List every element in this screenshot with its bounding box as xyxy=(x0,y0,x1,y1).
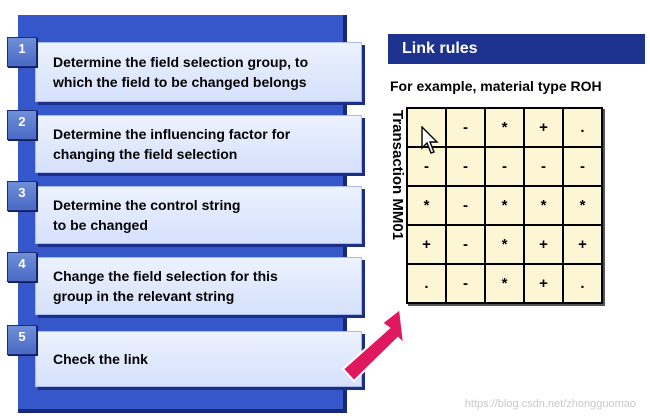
link-rules-grid: - * + . - - - - - * - * * * + - * + + . … xyxy=(406,107,603,304)
grid-row: + - * + + xyxy=(406,224,603,265)
step-4-number: 4 xyxy=(7,252,37,282)
grid-cell: - xyxy=(445,146,486,187)
grid-cell: - xyxy=(445,185,486,226)
grid-cell: + xyxy=(406,224,447,265)
step-4-box: Change the field selection for this grou… xyxy=(35,257,362,315)
pink-arrow-icon xyxy=(341,307,406,383)
grid-cell: - xyxy=(445,107,486,148)
mouse-pointer-icon xyxy=(421,126,439,154)
grid-cell: + xyxy=(523,224,564,265)
step-2-box: Determine the influencing factor for cha… xyxy=(35,115,362,173)
grid-cell: - xyxy=(523,146,564,187)
grid-cell: - xyxy=(445,263,486,304)
grid-cell: - xyxy=(406,146,447,187)
step-5-text: Check the link xyxy=(53,351,148,367)
grid-row: . - * + . xyxy=(406,263,603,304)
grid-cell: * xyxy=(562,185,603,226)
grid-row: - - - - - xyxy=(406,146,603,187)
grid-cell: * xyxy=(484,107,525,148)
transaction-label: Transaction MM01 xyxy=(389,110,406,241)
grid-cell: - xyxy=(445,224,486,265)
step-4-text: Change the field selection for this grou… xyxy=(53,268,278,304)
grid-row: * - * * * xyxy=(406,185,603,226)
grid-cell: - xyxy=(484,146,525,187)
step-1-number: 1 xyxy=(7,37,37,67)
step-2-number: 2 xyxy=(7,110,37,140)
grid-cell: * xyxy=(523,185,564,226)
step-5-box: Check the link xyxy=(35,331,362,387)
step-3-box: Determine the control string to be chang… xyxy=(35,186,362,244)
grid-cell: * xyxy=(484,263,525,304)
step-1-box: Determine the field selection group, to … xyxy=(35,42,362,102)
step-3-number: 3 xyxy=(7,181,37,211)
link-rules-title: Link rules xyxy=(388,34,645,64)
grid-cell: . xyxy=(406,263,447,304)
grid-cell: * xyxy=(406,185,447,226)
grid-cell: * xyxy=(484,185,525,226)
grid-cell: + xyxy=(523,107,564,148)
example-text: For example, material type ROH xyxy=(390,78,602,94)
step-2-text: Determine the influencing factor for cha… xyxy=(53,126,291,162)
grid-cell: . xyxy=(562,107,603,148)
step-3-text: Determine the control string to be chang… xyxy=(53,197,241,233)
grid-cell: - xyxy=(562,146,603,187)
grid-row: - * + . xyxy=(406,107,603,148)
grid-cell: + xyxy=(523,263,564,304)
grid-cell: + xyxy=(562,224,603,265)
watermark: https://blog.csdn.net/zhongguomao xyxy=(464,398,636,410)
grid-cell: * xyxy=(484,224,525,265)
step-5-number: 5 xyxy=(7,325,37,355)
step-1-text: Determine the field selection group, to … xyxy=(53,54,309,90)
grid-cell: . xyxy=(562,263,603,304)
